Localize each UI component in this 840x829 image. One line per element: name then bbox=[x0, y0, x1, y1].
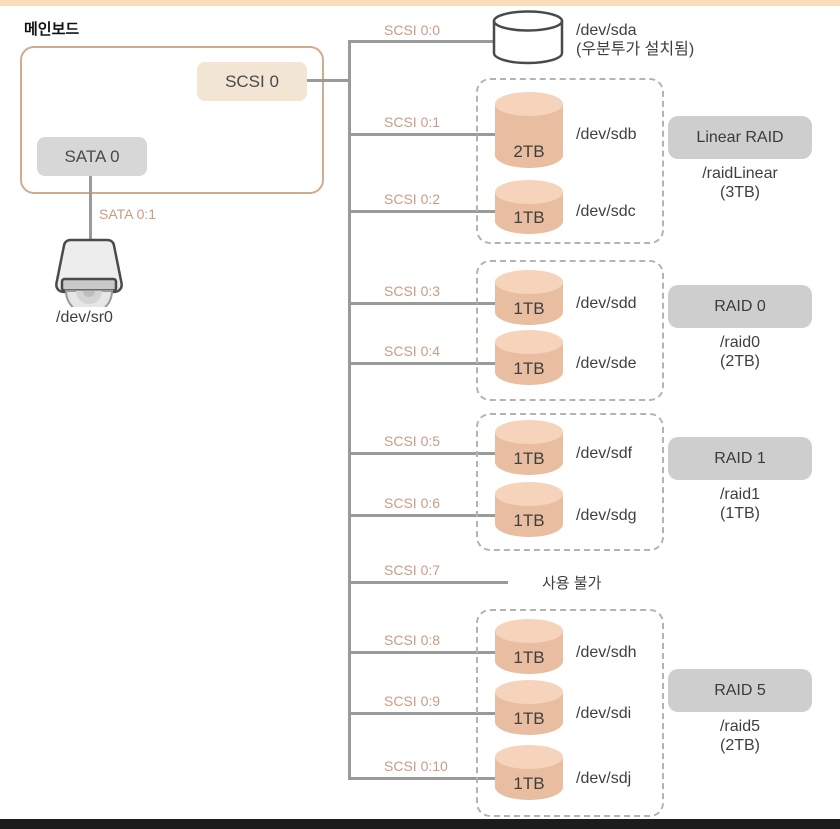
branch-line-scsi-0-1 bbox=[350, 133, 500, 136]
raid-name-chip-linear: Linear RAID bbox=[668, 116, 812, 159]
branch-line-scsi-0-4 bbox=[350, 362, 500, 365]
branch-line-scsi-0-6 bbox=[350, 514, 500, 517]
scsi-port-label-0-6: SCSI 0:6 bbox=[384, 495, 441, 511]
raid-mount-block-linear: /raidLinear (3TB) bbox=[668, 164, 812, 202]
raid-capacity: (2TB) bbox=[720, 353, 760, 370]
disk-size-label: 1TB bbox=[513, 299, 545, 318]
device-label-sdi: /dev/sdi bbox=[576, 705, 632, 722]
branch-line-scsi-0-9 bbox=[350, 712, 500, 715]
branch-line-scsi-0-2 bbox=[350, 210, 500, 213]
raid-name-chip-raid0: RAID 0 bbox=[668, 285, 812, 328]
scsi-port-label-0-1: SCSI 0:1 bbox=[384, 114, 441, 130]
disk-size-label: 1TB bbox=[513, 511, 545, 530]
disk-top-face bbox=[495, 92, 563, 116]
raid-capacity: (1TB) bbox=[720, 505, 760, 522]
disk-top-face bbox=[495, 680, 563, 704]
motherboard-title: 메인보드 bbox=[24, 21, 80, 38]
raid-group-box-linear bbox=[476, 78, 664, 244]
disk-icon-sdd: 1TB bbox=[495, 270, 563, 325]
raid-mount-path: /raid5 bbox=[719, 718, 761, 735]
disk-icon-sdi: 1TB bbox=[495, 680, 563, 735]
scsi-port-label-0-10: SCSI 0:10 bbox=[384, 758, 448, 774]
raid-mount-block-raid5: /raid5 (2TB) bbox=[668, 717, 812, 755]
raid-mount-block-raid0: /raid0 (2TB) bbox=[668, 333, 812, 371]
branch-line-scsi-0-7 bbox=[350, 581, 508, 584]
device-label-sdc: /dev/sdc bbox=[576, 203, 636, 220]
scsi-port-label-0-9: SCSI 0:9 bbox=[384, 693, 441, 709]
raid-mount-path: /raid1 bbox=[719, 486, 761, 503]
optical-drive-device-label: /dev/sr0 bbox=[56, 309, 113, 326]
disk-icon-sde: 1TB bbox=[495, 330, 563, 385]
disk-size-label: 2TB bbox=[513, 142, 545, 161]
device-label-sdj: /dev/sdj bbox=[576, 770, 632, 787]
disk-size-label: 1TB bbox=[513, 359, 545, 378]
scsi-controller-connector bbox=[307, 79, 350, 82]
raid-mount-block-raid1: /raid1 (1TB) bbox=[668, 485, 812, 523]
branch-line-scsi-0-10 bbox=[350, 777, 500, 780]
disk-icon-sdb: 2TB bbox=[495, 92, 563, 168]
sata-port-label: SATA 0:1 bbox=[99, 206, 157, 222]
raid-group-box-raid0 bbox=[476, 260, 664, 401]
page-top-rule bbox=[0, 0, 840, 6]
branch-line-scsi-0-8 bbox=[350, 651, 500, 654]
port-unusable-note: 사용 불가 bbox=[542, 575, 602, 592]
scsi-port-label-0-7: SCSI 0:7 bbox=[384, 562, 441, 578]
sda-device-name: /dev/sda bbox=[576, 22, 637, 39]
branch-line-scsi-0-5 bbox=[350, 452, 500, 455]
raid-mount-path: /raidLinear bbox=[702, 165, 778, 182]
raid-capacity: (3TB) bbox=[720, 184, 760, 201]
scsi-controller-chip: SCSI 0 bbox=[197, 62, 307, 101]
disk-top-face bbox=[495, 619, 563, 643]
disk-top-face bbox=[495, 482, 563, 506]
raid-group-box-raid5 bbox=[476, 609, 664, 817]
scsi-port-label-0-0: SCSI 0:0 bbox=[384, 22, 441, 38]
raid-capacity: (2TB) bbox=[720, 737, 760, 754]
sata-controller-chip: SATA 0 bbox=[37, 137, 147, 176]
disk-icon-sdh: 1TB bbox=[495, 619, 563, 674]
sata-cable-line bbox=[89, 176, 92, 240]
optical-drive-icon bbox=[46, 237, 132, 315]
disk-top-face bbox=[495, 180, 563, 204]
scsi-port-label-0-3: SCSI 0:3 bbox=[384, 283, 441, 299]
device-label-sdh: /dev/sdh bbox=[576, 644, 637, 661]
disk-top-face bbox=[495, 745, 563, 769]
scsi-port-label-0-2: SCSI 0:2 bbox=[384, 191, 441, 207]
disk-icon-sdg: 1TB bbox=[495, 482, 563, 537]
raid-name-chip-raid5: RAID 5 bbox=[668, 669, 812, 712]
disk-icon-sdf: 1TB bbox=[495, 420, 563, 475]
sda-device-note: (우분투가 설치됨) bbox=[576, 41, 695, 58]
disk-top-face bbox=[495, 420, 563, 444]
device-label-sdb: /dev/sdb bbox=[576, 126, 637, 143]
scsi-port-label-0-5: SCSI 0:5 bbox=[384, 433, 441, 449]
device-label-sdd: /dev/sdd bbox=[576, 295, 637, 312]
disk-size-label: 1TB bbox=[513, 709, 545, 728]
raid-mount-path: /raid0 bbox=[719, 334, 761, 351]
disk-icon-sda bbox=[492, 10, 564, 71]
scsi-port-label-0-8: SCSI 0:8 bbox=[384, 632, 441, 648]
scsi-port-label-0-4: SCSI 0:4 bbox=[384, 343, 441, 359]
disk-size-label: 1TB bbox=[513, 449, 545, 468]
disk-top-face bbox=[495, 330, 563, 354]
scsi-bus-trunk-line bbox=[348, 40, 351, 780]
raid-name-chip-raid1: RAID 1 bbox=[668, 437, 812, 480]
raid-group-box-raid1 bbox=[476, 413, 664, 551]
branch-line-scsi-0-0 bbox=[350, 40, 494, 43]
disk-icon-sdj: 1TB bbox=[495, 745, 563, 800]
device-label-sdf: /dev/sdf bbox=[576, 445, 633, 462]
disk-top-face bbox=[495, 270, 563, 294]
disk-size-label: 1TB bbox=[513, 208, 545, 227]
device-label-sde: /dev/sde bbox=[576, 355, 637, 372]
device-label-sdg: /dev/sdg bbox=[576, 507, 637, 524]
disk-icon-sdc: 1TB bbox=[495, 180, 563, 234]
disk-size-label: 1TB bbox=[513, 648, 545, 667]
page-bottom-rule bbox=[0, 819, 840, 829]
disk-size-label: 1TB bbox=[513, 774, 545, 793]
branch-line-scsi-0-3 bbox=[350, 302, 500, 305]
sda-device-label-block: /dev/sda (우분투가 설치됨) bbox=[576, 21, 694, 59]
